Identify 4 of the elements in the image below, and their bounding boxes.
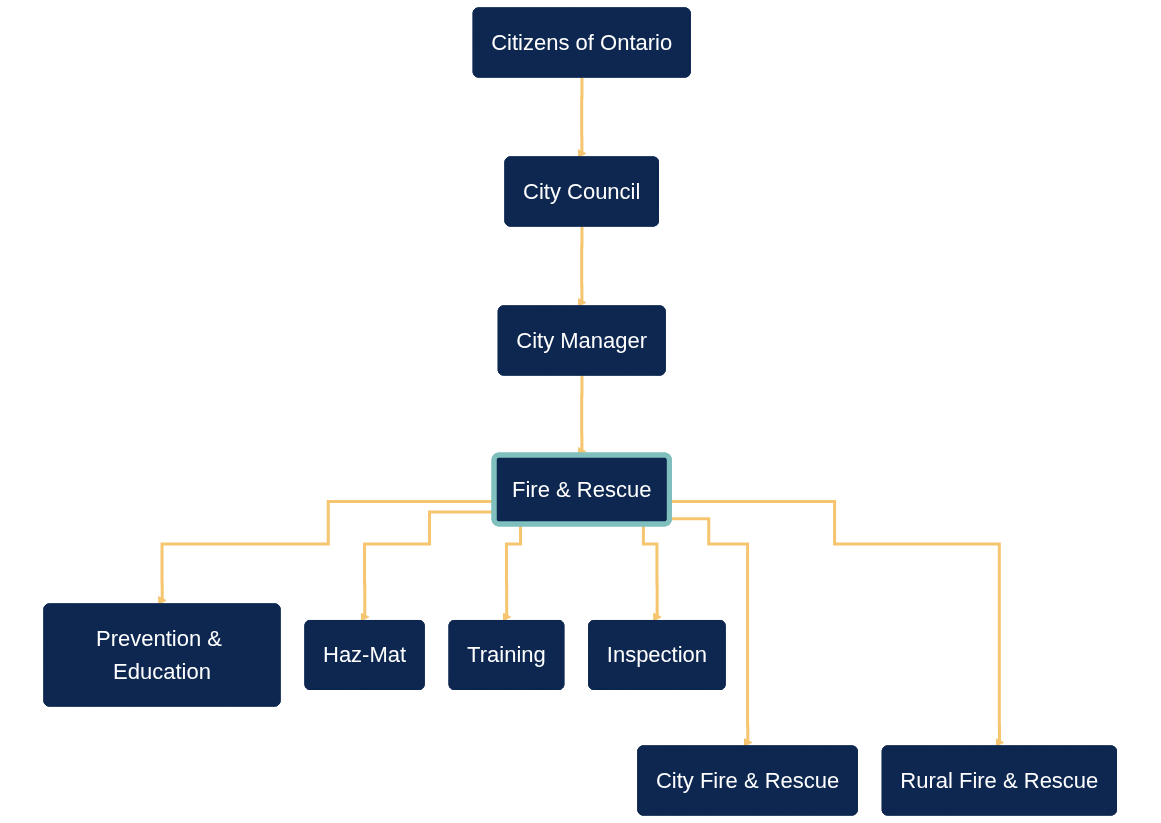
arrow [578, 225, 587, 307]
arrow [578, 76, 587, 158]
arrow [670, 517, 753, 747]
arrow [670, 499, 1005, 747]
